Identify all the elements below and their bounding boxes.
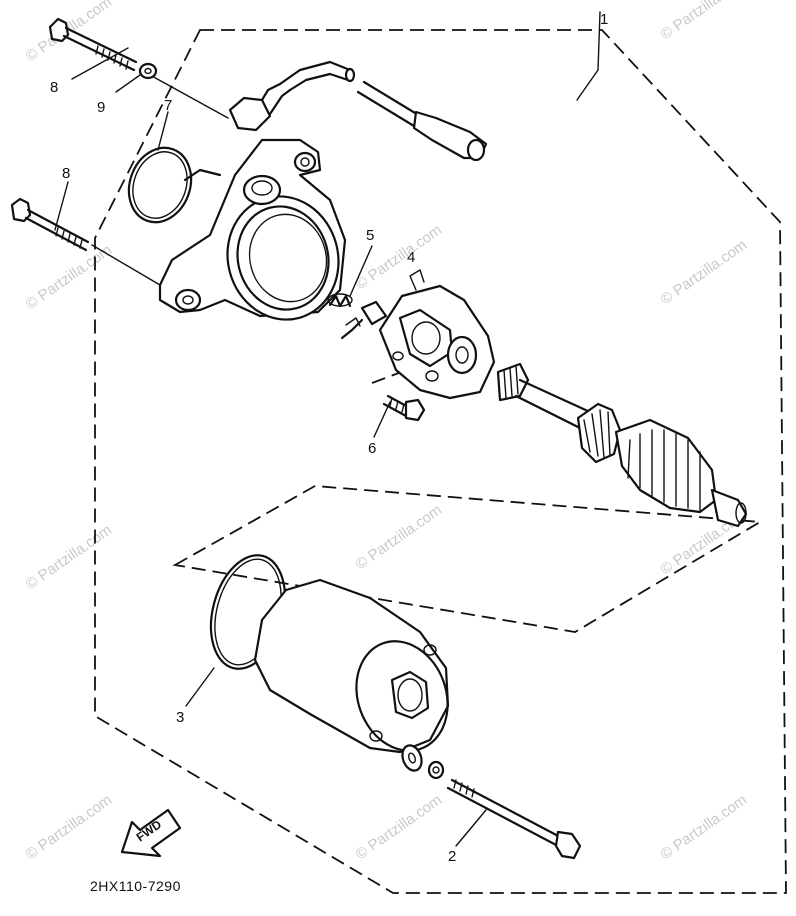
assembly-boundary <box>94 29 787 894</box>
callout-1: 1 <box>600 11 608 28</box>
armature-group-boundary <box>172 485 763 633</box>
bolt-top <box>48 17 138 72</box>
brush-spring <box>327 293 353 308</box>
watermark: © Partzilla.com <box>658 236 751 308</box>
watermark: © Partzilla.com <box>23 521 116 593</box>
o-ring-upper <box>127 146 193 224</box>
leader-lines <box>54 11 601 847</box>
watermark: © Partzilla.com <box>353 501 446 573</box>
callout-8-top: 8 <box>50 79 58 96</box>
bolt-left <box>10 197 90 252</box>
callout-8-left: 8 <box>62 165 70 182</box>
brush <box>340 300 388 340</box>
brush-plate <box>378 269 496 400</box>
fwd-arrow: FWD <box>120 808 182 858</box>
watermark: © Partzilla.com <box>23 791 116 863</box>
screw <box>382 394 426 422</box>
watermark: © Partzilla.com <box>23 0 116 65</box>
callout-6: 6 <box>368 440 376 457</box>
watermark: © Partzilla.com <box>353 791 446 863</box>
end-washers <box>401 744 445 780</box>
through-bolt <box>446 778 582 860</box>
watermark: © Partzilla.com <box>658 791 751 863</box>
callout-5: 5 <box>366 227 374 244</box>
callouts: 1 2 3 4 5 6 7 8 8 9 <box>50 11 608 865</box>
callout-2: 2 <box>448 848 456 865</box>
callout-4: 4 <box>407 249 415 266</box>
motor-yoke <box>253 578 450 754</box>
assembly-lines <box>91 74 229 286</box>
callout-7: 7 <box>164 97 172 114</box>
watermark: © Partzilla.com <box>23 241 116 313</box>
diagram-part-number: 2HX110-7290 <box>90 878 181 894</box>
callout-3: 3 <box>176 709 184 726</box>
armature <box>496 362 748 528</box>
callout-9: 9 <box>97 99 105 116</box>
breather-hose <box>228 60 488 162</box>
watermark: © Partzilla.com <box>658 0 751 43</box>
washer <box>138 62 158 80</box>
front-cover <box>158 138 347 321</box>
